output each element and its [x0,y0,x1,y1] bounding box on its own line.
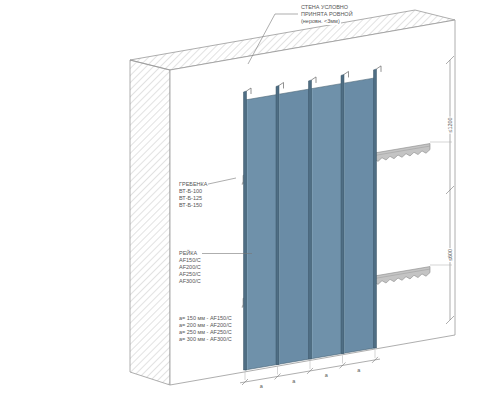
extension-line [277,366,278,374]
rail-profile [312,77,317,83]
spacing-note: a= 200 мм - AF200/C [178,322,233,329]
panel [343,78,376,354]
dimension-line [240,359,380,383]
panel-seam [276,85,279,364]
leader-line [202,253,252,254]
note-text: (неровн. <3мм) [300,18,341,25]
panels [244,66,382,370]
rail-profile [377,66,382,72]
part-code: ВТ-Б-100 [178,188,203,195]
dimension-label: a [291,377,296,384]
rail-profile [247,88,252,94]
rail-profile [279,82,284,88]
part-code: AF250/C [178,271,202,278]
dimension-label: a [356,366,361,373]
part-name: ГРЕБЕНКА [178,181,208,188]
part-code: ВТ-Б-150 [178,202,203,209]
dimension-tick [446,316,454,324]
dimension-tick [446,56,454,64]
wall-front [170,20,455,385]
part-code: AF300/C [178,278,202,285]
spacing-note: a= 250 мм - AF250/C [178,329,233,336]
panel-seam [244,91,247,370]
panel-seam [374,69,377,348]
part-code: ВТ-Б-125 [178,195,203,202]
part-code: AF150/C [178,257,202,264]
spacing-note: a= 150 мм - AF150/C [178,315,233,322]
extension-line [430,265,452,266]
leader-line [248,14,298,64]
dimension-tick [446,186,454,194]
dimension-label: a [324,372,329,379]
dimension-label: ≤600 [447,248,454,262]
panel-seam [309,80,312,359]
extension-line [245,372,246,380]
extension-line [310,361,311,369]
extension-line [342,355,343,363]
rail-profile [344,71,349,77]
spacing-note: a= 300 мм - AF300/C [178,336,233,343]
leader-line [206,178,236,185]
panel [245,94,278,370]
panel-seam [341,74,344,353]
dimension-label: a [259,383,264,390]
bottom-dimension [240,350,380,385]
extension-line [375,350,376,358]
dimension-label: ≤1200 [447,116,454,133]
part-code: AF200/C [178,264,202,271]
part-name: РЕЙКА [178,250,198,257]
panel [310,83,343,359]
note-text: ПРИНЯТА РОВНОЙ [300,11,354,18]
note-text: СТЕНА УСЛОВНО [300,4,349,11]
extension-line [430,142,452,143]
panel [278,89,311,365]
wall-side [130,60,170,385]
